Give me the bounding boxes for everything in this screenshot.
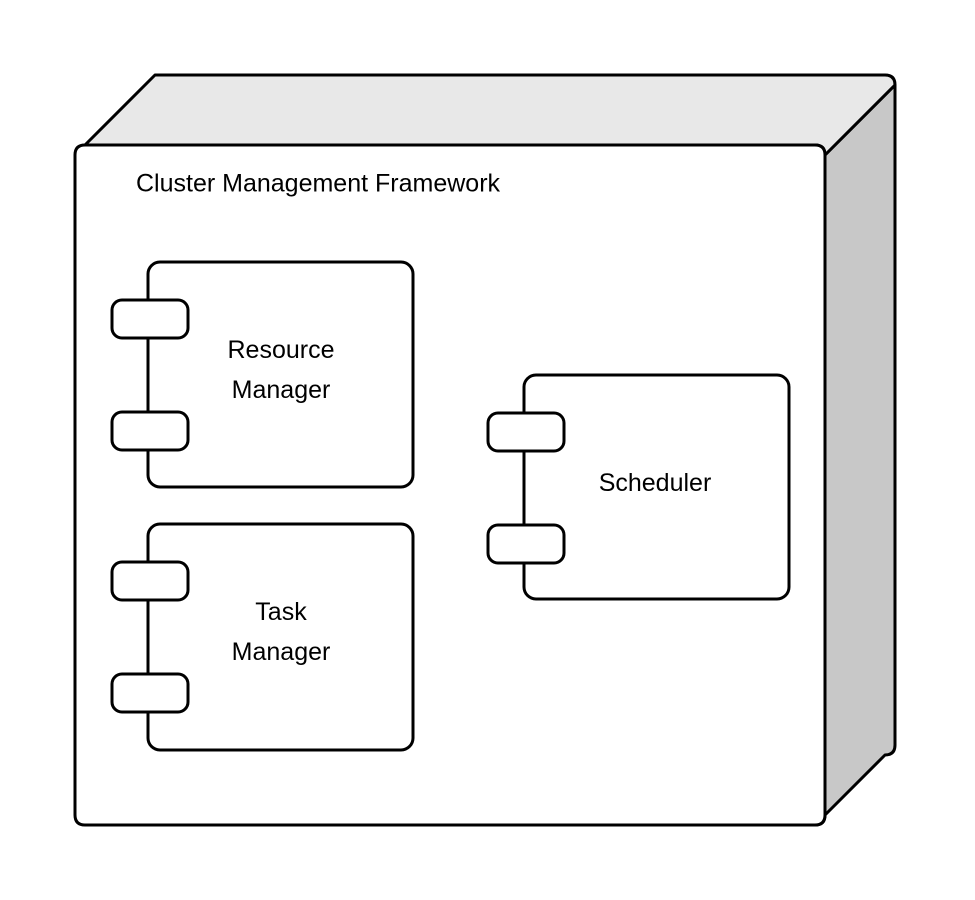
- component-label: Scheduler: [599, 469, 712, 497]
- component-label-line: Manager: [232, 638, 331, 666]
- component-tab-lower-icon[interactable]: [110, 410, 190, 452]
- component-label-line: Manager: [232, 376, 331, 404]
- component-label-line: Resource: [228, 336, 335, 364]
- component-tab-upper-icon[interactable]: [110, 560, 190, 602]
- component-body: [522, 373, 791, 601]
- component-tab-lower-icon[interactable]: [486, 523, 566, 565]
- component-scheduler[interactable]: Scheduler: [486, 373, 791, 601]
- component-tab-upper-icon[interactable]: [110, 298, 190, 340]
- component-body: [146, 522, 415, 752]
- node-right-face: [813, 83, 897, 827]
- component-tab-lower-icon[interactable]: [110, 672, 190, 714]
- component-label-line: Scheduler: [599, 469, 712, 497]
- component-body: [146, 260, 415, 489]
- node-title-label: Cluster Management Framework: [136, 170, 501, 198]
- component-label-line: Task: [255, 598, 307, 626]
- node-top-face: [83, 73, 897, 157]
- component-tab-upper-icon[interactable]: [486, 411, 566, 453]
